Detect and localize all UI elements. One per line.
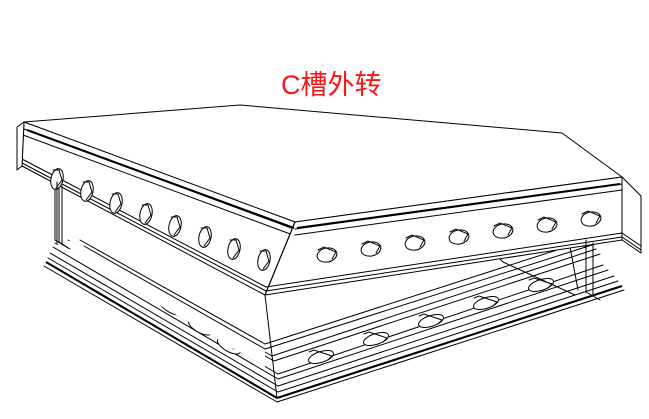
- right-endface-lip: [622, 233, 641, 246]
- right-web-bend-shadow: [296, 182, 621, 230]
- left-endcap-lip: [59, 242, 70, 249]
- bottom-plate-left-fill: [48, 243, 277, 402]
- left-arm-web-holes: [50, 168, 271, 271]
- hole: [139, 203, 153, 225]
- slot: [473, 295, 499, 311]
- hole: [404, 234, 426, 251]
- hole: [536, 216, 558, 233]
- top-tray-assembly: [16, 104, 642, 296]
- hole: [580, 210, 602, 227]
- hole: [492, 222, 514, 239]
- bottom-rib-right-1: [272, 249, 596, 356]
- hole: [360, 240, 382, 257]
- left-web-lip-2: [22, 163, 266, 291]
- hole: [227, 238, 241, 260]
- hole: [80, 180, 94, 202]
- hole: [198, 226, 212, 248]
- hole: [109, 192, 123, 214]
- right-web-fold-2: [295, 190, 622, 235]
- right-web-lip-2: [266, 237, 622, 291]
- left-web-fold-2: [23, 135, 293, 235]
- right-arm-web-holes: [316, 210, 602, 263]
- slot: [363, 331, 389, 347]
- corner-vertical-edge: [265, 222, 295, 295]
- right-endface: [621, 176, 642, 254]
- right-hanger-foot: [586, 292, 600, 300]
- right-endface-lip2: [622, 237, 641, 250]
- bottom-rib-right-2: [274, 254, 600, 361]
- inner-channel-right-top2: [265, 245, 592, 349]
- hole: [257, 249, 271, 271]
- bottom-flange-slots-right: [308, 277, 554, 365]
- hole: [448, 228, 470, 245]
- inner-channel-left-top2: [84, 246, 265, 349]
- right-web-lip-1: [266, 233, 622, 287]
- support-legs: [57, 182, 600, 300]
- hole: [316, 246, 338, 263]
- bottom-corner-fold: [265, 295, 277, 398]
- inner-channel-left-fill: [57, 240, 265, 367]
- left-endface: [16, 121, 25, 171]
- slot: [418, 313, 444, 329]
- inner-channel-right-top: [265, 240, 588, 344]
- hole: [168, 215, 182, 237]
- inner-channel-assembly: [57, 240, 592, 367]
- inner-channel-left-top: [80, 240, 265, 344]
- left-web-bend-shadow: [26, 129, 295, 229]
- slot: [308, 349, 334, 365]
- hole: [50, 168, 64, 190]
- drawing-title: C槽外转: [281, 70, 382, 100]
